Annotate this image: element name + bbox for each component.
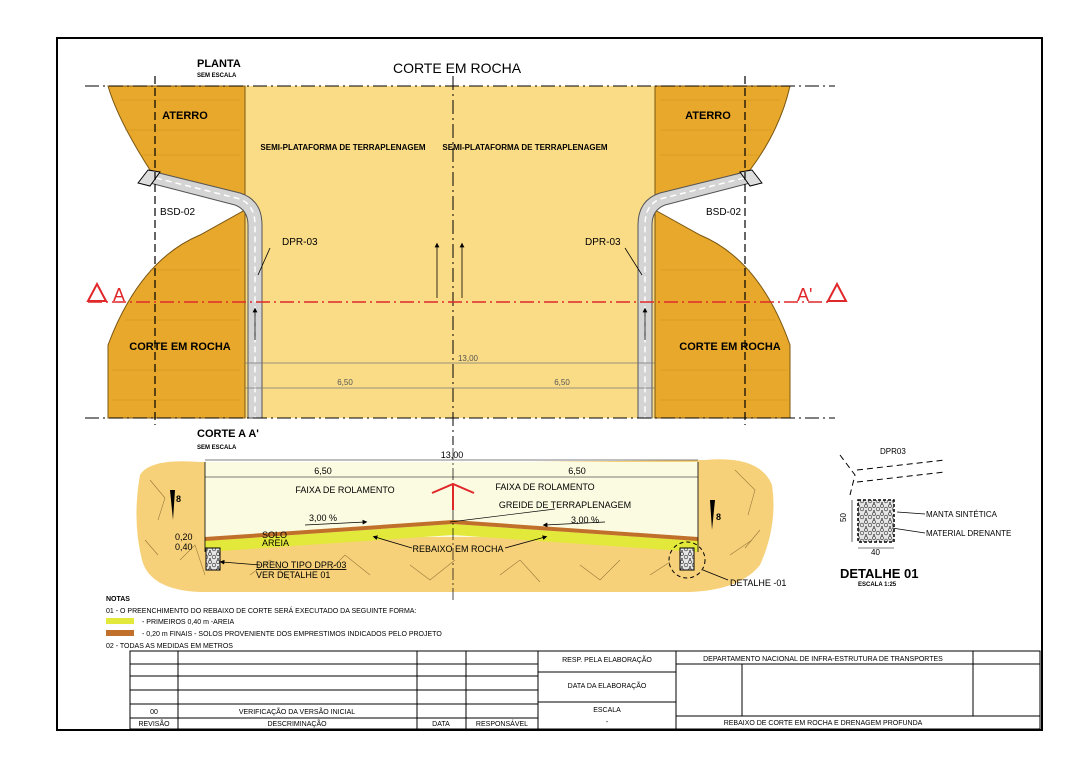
solo-label: SOLO	[262, 530, 287, 540]
drain-box-right	[679, 547, 695, 571]
detail-drain-box	[857, 499, 895, 543]
aterro-right-label: ATERRO	[685, 110, 731, 122]
corte-left-label: CORTE EM ROCHA	[129, 341, 231, 353]
legend-areia-swatch	[106, 618, 134, 624]
section-marker-left	[86, 281, 108, 302]
bsd-right-label: BSD-02	[706, 207, 741, 218]
title-block	[129, 650, 1041, 730]
tb-h-revisao: REVISÃO	[138, 719, 170, 728]
notes-title: NOTAS	[106, 596, 130, 603]
section-a-prime-label: A'	[797, 285, 812, 305]
rock-cut-left	[107, 209, 246, 419]
section-dim-right: 6,50	[568, 466, 586, 476]
tb-h-data: DATA	[432, 721, 450, 728]
section-dim-left: 6,50	[314, 466, 332, 476]
plan-view: PLANTA SEM ESCALA CORTE EM ROCHA ATERRO …	[85, 58, 848, 445]
slope-mark-left-label: 8	[176, 494, 181, 504]
tb-h-descr: DESCRIMINAÇÃO	[267, 719, 327, 728]
tb-escala: ESCALA	[593, 707, 621, 714]
platform-area	[245, 86, 655, 418]
tb-rev-desc: VERIFICAÇÃO DA VERSÃO INICIAL	[239, 707, 355, 716]
plan-dim-right: 6,50	[554, 378, 570, 387]
detail-01: DPR03 MANTA SINTÉTICA MATERIAL DRENANTE …	[839, 447, 1011, 588]
faixa-right-label: FAIXA DE ROLAMENTO	[495, 482, 594, 492]
plan-scale: SEM ESCALA	[197, 73, 237, 79]
title-block-text: RESP. PELA ELABORAÇÃO DATA DA ELABORAÇÃO…	[138, 655, 943, 728]
detail-scale: ESCALA 1:25	[858, 582, 897, 588]
tb-data-elab: DATA DA ELABORAÇÃO	[568, 681, 647, 690]
tb-resp: RESP. PELA ELABORAÇÃO	[562, 655, 652, 664]
aterro-left-label: ATERRO	[162, 110, 208, 122]
detalhe-ref-label: DETALHE -01	[730, 578, 786, 588]
rebaixo-label: REBAIXO EM ROCHA	[412, 544, 503, 554]
dpr-right-label: DPR-03	[585, 237, 621, 248]
plan-dim-left: 6,50	[337, 378, 353, 387]
greide-arrow	[431, 482, 475, 510]
semi-left-label: SEMI-PLATAFORMA DE TERRAPLENAGEM	[260, 143, 426, 152]
detail-dim-w: 40	[871, 548, 880, 557]
areia-label: AREIA	[262, 538, 289, 548]
plan-title: PLANTA	[197, 58, 241, 70]
detail-manta-label: MANTA SINTÉTICA	[926, 510, 998, 519]
tb-department: DEPARTAMENTO NACIONAL DE INFRA-ESTRUTURA…	[703, 656, 943, 663]
note-2: 02 - TODAS AS MEDIDAS EM METROS	[106, 643, 233, 650]
tb-drawing-title: REBAIXO DE CORTE EM ROCHA E DRENAGEM PRO…	[724, 720, 923, 727]
corte-right-label: CORTE EM ROCHA	[679, 341, 781, 353]
notes: NOTAS 01 - O PREENCHIMENTO DO REBAIXO DE…	[106, 596, 442, 650]
note-1: 01 - O PREENCHIMENTO DO REBAIXO DE CORTE…	[106, 606, 416, 615]
dpr-left-label: DPR-03	[282, 237, 318, 248]
tb-escala-value: -	[606, 719, 609, 726]
dim-020-label: 0,20	[175, 532, 193, 542]
solo-layer	[205, 520, 698, 541]
section-title: CORTE A A'	[197, 428, 259, 440]
note-1a: - PRIMEIROS 0,40 m -AREIA	[142, 619, 235, 626]
slope-right-label: 3,00 %	[571, 515, 599, 525]
detail-title: DETALHE 01	[840, 566, 919, 581]
slope-mark-left	[170, 490, 175, 520]
greide-label: GREIDE DE TERRAPLENAGEM	[499, 500, 631, 510]
slope-mark-right	[710, 500, 715, 530]
detail-dim-h: 50	[839, 513, 848, 522]
section-view: CORTE A A' SEM ESCALA	[136, 428, 786, 600]
section-dim-total: 13,00	[441, 450, 464, 460]
section-a-label: A	[113, 285, 125, 305]
section-scale: SEM ESCALA	[197, 445, 237, 451]
legend-solo-swatch	[106, 630, 134, 636]
rock-cut-right	[654, 209, 791, 419]
main-title: CORTE EM ROCHA	[393, 60, 522, 76]
plan-dim-total: 13,00	[458, 354, 479, 363]
detail-material-label: MATERIAL DRENANTE	[926, 529, 1011, 538]
section-marker-right	[826, 281, 848, 302]
note-1b: - 0,20 m FINAIS - SOLOS PROVENIENTE DOS …	[142, 631, 442, 638]
ver-detalhe-label: VER DETALHE 01	[256, 570, 330, 580]
dim-040-label: 0,40	[175, 542, 193, 552]
detail-dpr-label: DPR03	[880, 447, 906, 456]
tb-h-resp: RESPONSÁVEL	[476, 719, 528, 728]
sheet-border	[56, 37, 1043, 731]
faixa-left-label: FAIXA DE ROLAMENTO	[295, 485, 394, 495]
areia-layer	[205, 524, 698, 552]
tb-rev-num: 00	[150, 709, 158, 716]
slope-left-label: 3,00 %	[309, 513, 337, 523]
bsd-left-label: BSD-02	[160, 207, 195, 218]
semi-right-label: SEMI-PLATAFORMA DE TERRAPLENAGEM	[442, 143, 608, 152]
drain-box-left	[205, 547, 221, 571]
dreno-label: DRENO TIPO DPR-03	[256, 560, 346, 570]
slope-mark-right-label: 8	[716, 512, 721, 522]
detail-circle	[668, 541, 706, 579]
